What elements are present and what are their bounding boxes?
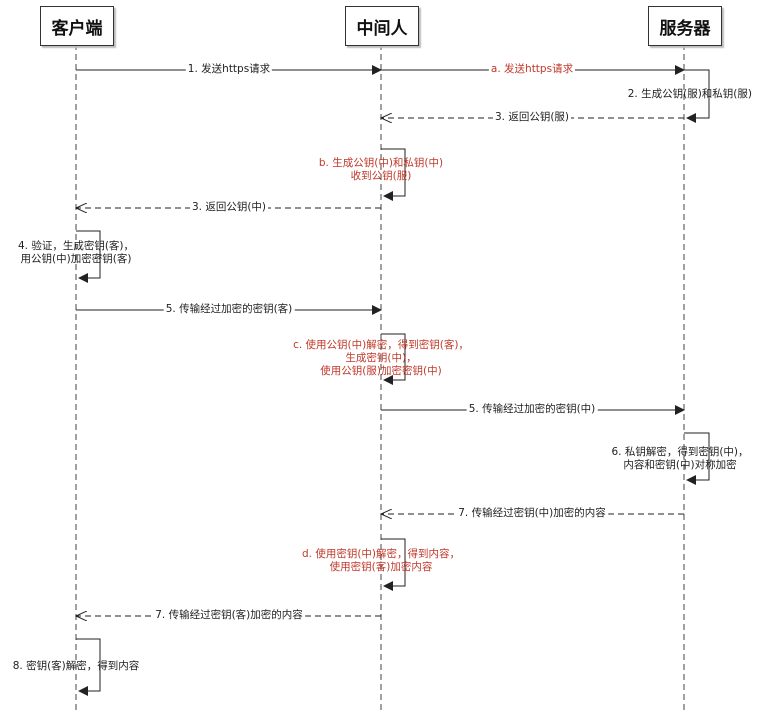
label-6-line-2: 内容和密钥(中)对称加密 xyxy=(623,459,737,471)
label-7-mitm: 7. 传输经过密钥(客)加密的内容 xyxy=(153,609,305,622)
label-5-client: 5. 传输经过加密的密钥(客) xyxy=(163,303,295,316)
self-loop-server-6 xyxy=(684,432,710,485)
label-d-line-1: d. 使用密钥(中)解密，得到内容， xyxy=(301,548,461,560)
label-b-mitm-keys: b. 生成公钥(中)和私钥(中) 收到公钥(服) xyxy=(319,157,443,183)
label-b-line-2: 收到公钥(服) xyxy=(350,170,412,182)
label-c-line-3: 使用公钥(服)加密密钥(中) xyxy=(320,365,442,377)
label-5-mitm: 5. 传输经过加密的密钥(中) xyxy=(466,403,598,416)
label-7-server: 7. 传输经过密钥(中)加密的内容 xyxy=(456,507,608,520)
label-a-request: a. 发送https请求 xyxy=(488,63,576,76)
self-loop-mitm-d xyxy=(381,538,406,591)
label-6-server-decrypt: 6. 私钥解密，得到密钥(中)， 内容和密钥(中)对称加密 xyxy=(611,446,748,472)
label-d-line-2: 使用密钥(客)加密内容 xyxy=(329,561,433,573)
self-loop-client-8 xyxy=(76,638,101,696)
actor-mitm: 中间人 xyxy=(345,6,419,46)
actor-client: 客户端 xyxy=(40,6,114,46)
label-4-verify: 4. 验证，生成密钥(客)， 用公钥(中)加密密钥(客) xyxy=(18,240,134,266)
label-c-mitm-decrypt: c. 使用公钥(中)解密，得到密钥(客)， 生成密钥(中)， 使用公钥(服)加密… xyxy=(293,339,469,378)
label-c-line-1: c. 使用公钥(中)解密，得到密钥(客)， xyxy=(293,339,469,351)
self-loop-server-2 xyxy=(684,69,710,123)
label-6-line-1: 6. 私钥解密，得到密钥(中)， xyxy=(611,446,749,458)
label-3-return-mitm: 3. 返回公钥(中) xyxy=(189,201,269,214)
label-4-line-1: 4. 验证，生成密钥(客)， xyxy=(17,240,135,252)
label-b-line-1: b. 生成公钥(中)和私钥(中) xyxy=(318,157,444,169)
label-8-client-decrypt: 8. 密钥(客)解密，得到内容 xyxy=(12,660,140,672)
label-2-server-keys: 2. 生成公钥(服)和私钥(服) xyxy=(627,88,752,100)
label-1-request: 1. 发送https请求 xyxy=(185,63,273,76)
actor-server: 服务器 xyxy=(648,6,722,46)
label-4-line-2: 用公钥(中)加密密钥(客) xyxy=(20,253,132,265)
self-loop-mitm-b xyxy=(381,148,406,201)
label-d-mitm-decrypt: d. 使用密钥(中)解密，得到内容， 使用密钥(客)加密内容 xyxy=(302,548,460,574)
label-3-return-server: 3. 返回公钥(服) xyxy=(492,111,572,124)
label-c-line-2: 生成密钥(中)， xyxy=(345,352,417,364)
self-loop-mitm-c xyxy=(381,333,406,385)
self-loop-client-4 xyxy=(76,230,101,283)
